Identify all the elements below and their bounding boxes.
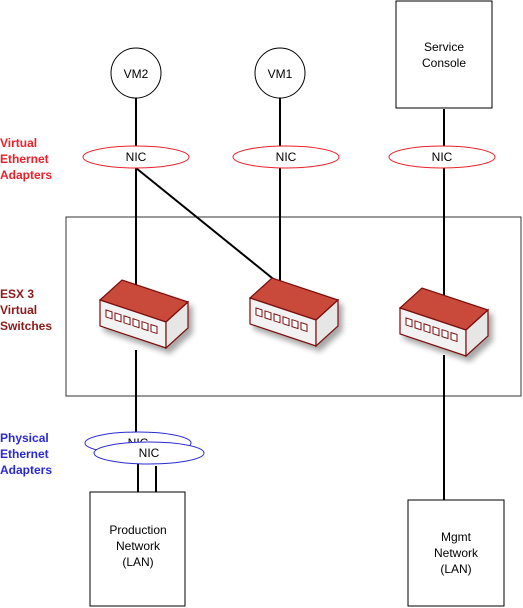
service-console-node: Service Console [395, 0, 493, 109]
physical-nic-2: NIC [93, 441, 205, 465]
physical-adapters-line-3: Adapters [0, 463, 52, 477]
connection-lines [135, 98, 445, 500]
virtual-nic-vm1: NIC [232, 145, 340, 169]
vm1-label: VM1 [268, 67, 293, 81]
virtual-switches-line-3: Switches [0, 319, 52, 333]
virtual-adapters-line-3: Adapters [0, 168, 52, 182]
production-line-1: Production [109, 523, 166, 537]
service-console-line-2: Console [422, 56, 466, 70]
nic-label: NIC [139, 446, 160, 460]
vm2-label: VM2 [124, 67, 149, 81]
virtual-switches-line-2: Virtual [0, 303, 37, 317]
production-line-2: Network [116, 539, 161, 553]
production-network-node: Production Network (LAN) [89, 491, 186, 607]
virtual-adapters-line-2: Ethernet [0, 152, 49, 166]
vm2-node: VM2 [110, 47, 162, 99]
vm1-node: VM1 [254, 47, 306, 99]
physical-adapters-line-2: Ethernet [0, 447, 49, 461]
virtual-nic-vm2: NIC [82, 145, 190, 169]
physical-adapters-label: Physical Ethernet Adapters [0, 431, 52, 477]
mgmt-network-node: Mgmt Network (LAN) [407, 499, 505, 607]
production-line-3: (LAN) [122, 555, 153, 569]
virtual-switches-label: ESX 3 Virtual Switches [0, 287, 52, 333]
physical-adapters-line-1: Physical [0, 431, 49, 445]
virtual-adapters-label: Virtual Ethernet Adapters [0, 136, 52, 182]
mgmt-line-1: Mgmt [441, 530, 472, 544]
mgmt-line-2: Network [434, 546, 479, 560]
nic-label: NIC [432, 150, 453, 164]
virtual-switches-line-1: ESX 3 [0, 287, 34, 301]
nic-label: NIC [126, 150, 147, 164]
virtual-nic-console: NIC [388, 145, 496, 169]
nic-label: NIC [276, 150, 297, 164]
line-vnic1-switch2 [135, 167, 283, 287]
service-console-line-1: Service [424, 40, 464, 54]
virtual-adapters-line-1: Virtual [0, 136, 37, 150]
mgmt-line-3: (LAN) [440, 562, 471, 576]
